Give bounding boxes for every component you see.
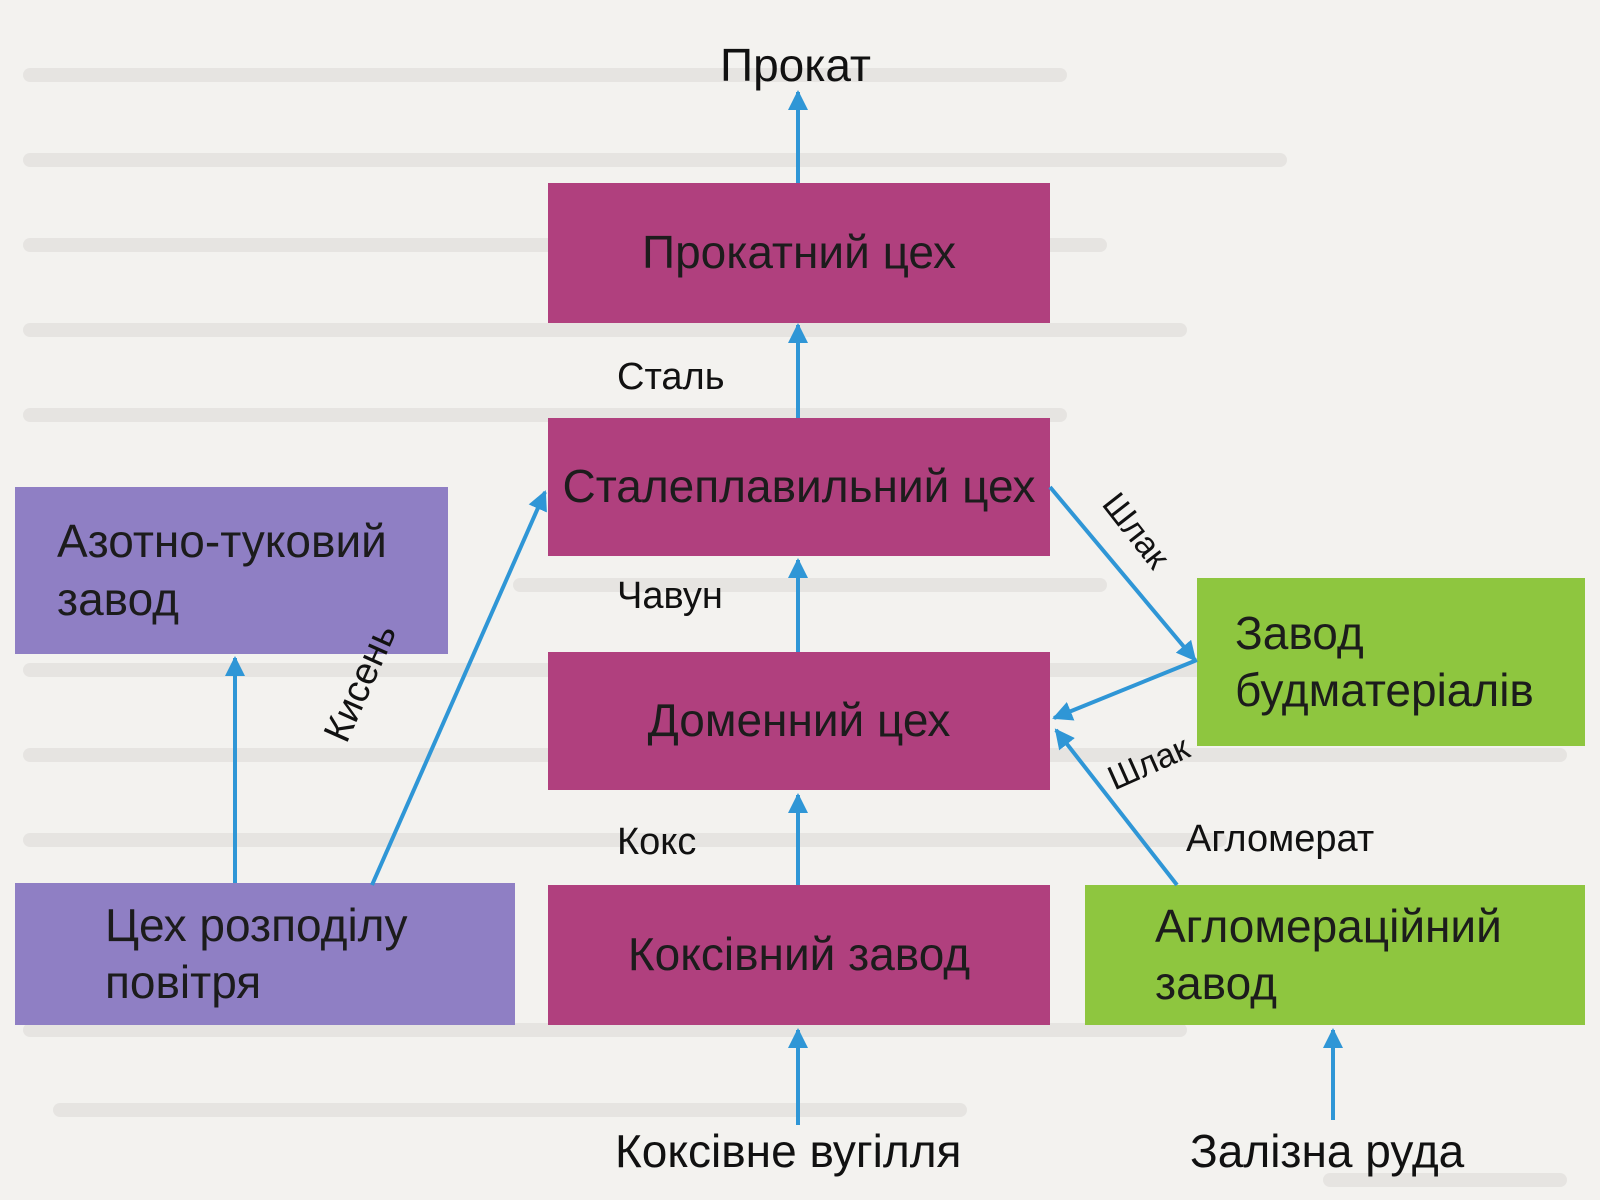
- flow-label-rolled-product: Прокат: [720, 39, 872, 91]
- sinter-plant-label-line1: Агломераційний: [1155, 899, 1502, 952]
- steel-shop-box: Сталеплавильний цех: [548, 418, 1050, 556]
- coke-plant-label: Коксівний завод: [627, 928, 971, 981]
- flow-label-coking-coal: Коксівне вугілля: [615, 1125, 962, 1177]
- steel-shop-label: Сталеплавильний цех: [562, 460, 1036, 513]
- blast-furnace-label: Доменний цех: [647, 694, 951, 747]
- air-separation-label-line2: повітря: [105, 956, 262, 1008]
- coke-plant-box: Коксівний завод: [548, 885, 1050, 1025]
- sinter-plant-box: Агломераційний завод: [1085, 885, 1585, 1025]
- air-separation-box: Цех розподілу повітря: [15, 883, 515, 1025]
- flow-label-agglomerate: Агломерат: [1186, 818, 1375, 860]
- nitrogen-plant-label-line2: завод: [57, 572, 180, 625]
- building-materials-label-line1: Завод: [1235, 606, 1364, 659]
- flow-label-iron-ore: Залізна руда: [1190, 1125, 1465, 1177]
- flow-label-coke: Кокс: [617, 821, 697, 863]
- flow-label-steel: Сталь: [617, 356, 725, 398]
- blast-furnace-box: Доменний цех: [548, 652, 1050, 790]
- rolling-shop-label: Прокатний цех: [642, 226, 956, 279]
- sinter-plant-label-line2: завод: [1155, 957, 1278, 1009]
- flow-label-pig-iron: Чавун: [617, 575, 723, 617]
- nitrogen-plant-label-line1: Азотно-туковий: [57, 515, 387, 567]
- building-materials-box: Завод будматеріалів: [1197, 578, 1585, 746]
- rolling-shop-box: Прокатний цех: [548, 183, 1050, 323]
- building-materials-label-line2: будматеріалів: [1235, 664, 1534, 716]
- air-separation-label-line1: Цех розподілу: [105, 898, 408, 951]
